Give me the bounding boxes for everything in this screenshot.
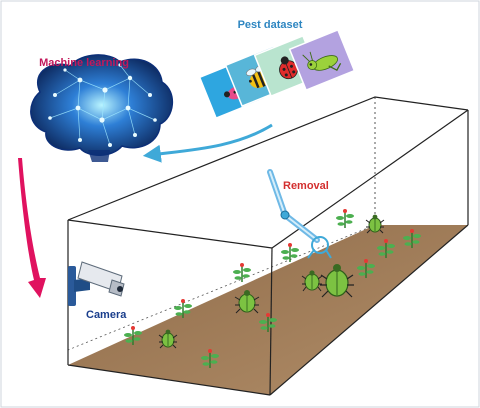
seedling-icon [403, 229, 421, 248]
machine-learning-label: Machine learning [39, 57, 129, 69]
brain-to-camera-arrow [18, 158, 46, 298]
green-beetle-icon [234, 290, 260, 314]
glowing-brain-icon [30, 54, 173, 162]
security-camera-icon [68, 261, 125, 306]
removal-label: Removal [283, 180, 329, 192]
robot-arm-icon [267, 169, 332, 259]
seedling-icon [174, 299, 192, 318]
seedling-icon [281, 243, 299, 262]
seedling-icon [377, 239, 395, 258]
green-beetle-icon [301, 270, 323, 292]
pest-dataset-label: Pest dataset [238, 19, 303, 31]
dataset-to-brain-arrow [142, 123, 273, 163]
soil-floor [68, 225, 468, 395]
green-beetle-icon [320, 264, 354, 298]
grasshopper-icon [288, 28, 356, 92]
seedling-icon [259, 313, 277, 332]
green-beetle-icon [158, 329, 178, 349]
camera-label: Camera [86, 309, 127, 321]
green-beetle-icon [365, 214, 385, 234]
seedling-icon [357, 259, 375, 278]
greenhouse-box-front [67, 96, 469, 396]
seedling-icon [233, 263, 251, 282]
plants [124, 209, 421, 368]
seedling-icon [336, 209, 354, 228]
greenhouse-box-back [67, 97, 376, 351]
seedling-icon [124, 326, 142, 345]
seedling-icon [201, 349, 219, 368]
pests [158, 214, 385, 349]
pest-dataset-cards [198, 28, 356, 120]
